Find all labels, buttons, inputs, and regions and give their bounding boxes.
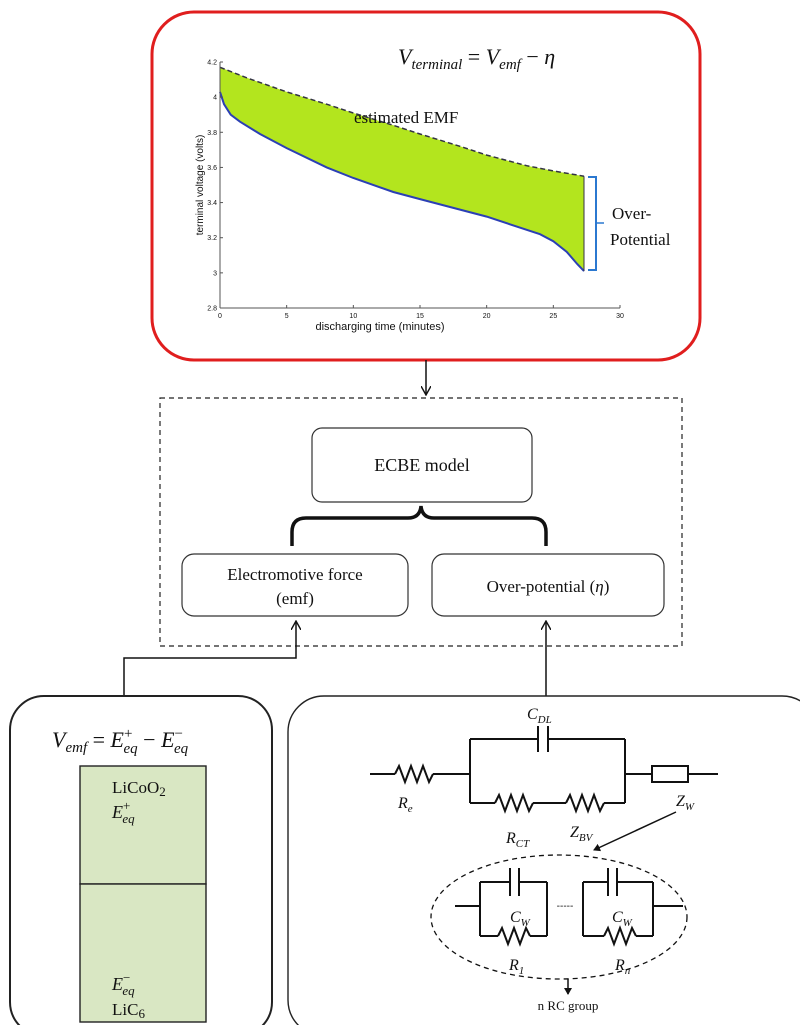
y-tick-label: 3.4 — [207, 200, 217, 207]
anode-label: LiC6 — [112, 1000, 145, 1021]
plot-panel: Vterminal = Vemf − η 0 5 10 15 20 25 30 2.8 3 3.2… — [150, 10, 702, 362]
y-tick-label: 3 — [213, 270, 217, 277]
cathode-potential: E+eq — [111, 798, 135, 826]
x-tick-label: 10 — [349, 313, 357, 320]
cdl-label: CDL — [527, 706, 552, 726]
rc-group-ellipse — [430, 854, 688, 980]
re-resistor — [394, 763, 434, 785]
x-tick-label: 15 — [416, 313, 424, 320]
model-box-border — [159, 397, 683, 647]
rct-label: RCT — [505, 830, 530, 850]
overpotential-label: Over- — [612, 204, 652, 223]
anode-potential: E−eq — [111, 970, 135, 998]
estimated-emf-label: estimated EMF — [354, 108, 458, 127]
emf-box-sublabel: (emf) — [276, 589, 314, 608]
emf-connector-arrow — [123, 622, 296, 696]
emf-equation: Vemf = E+eq − E−eq — [52, 726, 189, 757]
circuit-panel-border — [287, 695, 800, 1025]
emf-curve — [219, 66, 585, 177]
discharge-chart: 0 5 10 15 20 25 30 2.8 3 3.2 3.4 3.6 3.8 4 4.2 dischar… — [195, 60, 624, 334]
y-tick-label: 3.8 — [207, 130, 217, 137]
zbv-resistor — [565, 792, 605, 814]
terminal-voltage-curve — [219, 91, 585, 272]
overpotential-area — [220, 67, 584, 272]
model-brace — [290, 505, 548, 546]
model-box: ECBE model Electromotive force (emf) Ove… — [159, 397, 683, 647]
x-axis-label: discharging time (minutes) — [316, 321, 445, 333]
x-tick-label: 5 — [285, 313, 289, 320]
y-tick-label: 4 — [213, 95, 217, 102]
x-tick-label: 30 — [616, 313, 624, 320]
circuit-panel: CDL Re RCT ZBV ZW — [287, 695, 800, 1025]
rc-group-circuit — [455, 868, 683, 947]
overpotential-box — [431, 553, 665, 617]
zw-label: ZW — [676, 793, 695, 813]
x-tick-label: 25 — [549, 313, 557, 320]
cw1-label: CW — [510, 909, 531, 929]
main-circuit — [370, 726, 718, 814]
y-tick-label: 3.2 — [207, 235, 217, 242]
rc-dots: ----- — [557, 901, 574, 912]
emf-panel: Vemf = E+eq − E−eq LiCoO2 E+eq E−eq LiC6 — [9, 695, 273, 1025]
ecbe-model-box — [311, 427, 533, 503]
cw2-label: CW — [612, 909, 633, 929]
y-axis-label: terminal voltage (volts) — [195, 135, 206, 236]
zbv-label: ZBV — [570, 824, 594, 844]
ecbe-model-label: ECBE model — [374, 455, 470, 475]
x-tick-label: 0 — [218, 313, 222, 320]
zw-expansion-arrow — [593, 811, 677, 852]
emf-box-label: Electromotive force — [227, 565, 362, 584]
cathode-block — [79, 765, 207, 885]
cathode-label: LiCoO2 — [112, 778, 166, 799]
x-tick-label: 20 — [483, 313, 491, 320]
anode-block — [79, 883, 207, 1023]
re-label: Re — [397, 795, 413, 815]
y-tick-label: 3.6 — [207, 165, 217, 172]
terminal-voltage-equation: Vterminal = Vemf − η — [398, 44, 555, 73]
y-tick-label: 4.2 — [207, 60, 217, 67]
y-tick-label: 2.8 — [207, 306, 217, 313]
emf-box — [181, 553, 409, 617]
rn-label: Rn — [614, 957, 631, 977]
r1-label: R1 — [508, 957, 524, 977]
rct-resistor — [494, 792, 534, 814]
overpotential-label-line2: Potential — [610, 230, 671, 249]
overpotential-box-label: Over-potential (η) — [487, 577, 610, 596]
rc-group-label: n RC group — [538, 998, 599, 1013]
